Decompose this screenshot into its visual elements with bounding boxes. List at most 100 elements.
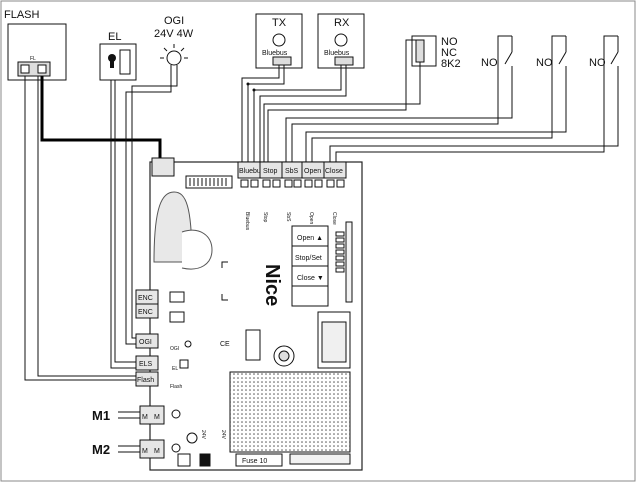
side-caption-el: EL [172,366,178,372]
terminal-sbs-label: SbS [285,168,299,175]
edge-8k2: 8K2 [441,58,461,70]
terminal-enc-1-label: ENC [138,295,153,302]
m1-label: M1 [92,408,110,423]
rx-bluebus: Bluebus [324,50,350,57]
m2-label: M2 [92,442,110,457]
switch-contact-icon [504,51,513,65]
terminal-bluebus-label: Bluebus [239,168,265,175]
tx-lens-icon [272,33,286,47]
terminal-flash-label: Flash [137,377,154,384]
rx-lens-icon [334,33,348,47]
safety-edge-block: NO NC 8K2 [411,35,461,70]
power-mark-2: 24V [220,430,226,440]
terminal-els-label: ELS [139,361,153,368]
tx-terminal [272,56,292,66]
led-strip [345,221,353,303]
flash-screw-1 [20,64,30,74]
motor-icon-2 [171,443,181,453]
edge-nc: NC [441,47,457,59]
motor-block: M1 M M M2 M M [92,405,181,459]
dip-ticks [189,178,227,186]
enc-module-1 [169,291,185,303]
motor-icon-1 [171,409,181,419]
el-lock-icon-small [179,359,189,369]
caption-open: Open [308,212,314,224]
m2-terminal-a: M [142,448,148,455]
terminal-open-label: Open [304,168,321,175]
flash-label: FLASH [4,9,40,21]
m2-terminal [139,439,165,459]
el-device: EL [99,31,137,81]
dip-switch [185,175,233,189]
ce-mark: CE [220,341,230,348]
button-panel: Open ▲ Stop/Set Close ▼ [291,225,329,307]
ogi-lamp: OGI 24V 4W [154,15,194,72]
top-terminal-block: Bluebus Stop SbS Open Close [237,161,347,188]
terminal-close [323,161,347,179]
close-button-label: Close ▼ [297,275,324,282]
terminal-flash [135,371,159,387]
left-terminal-block: ENC ENC OGI ELS Flash [135,289,159,387]
earth-icon [186,432,198,444]
side-caption-ogi: OGI [170,346,179,352]
no-switch-1-label: NO [481,57,498,69]
el-label: EL [108,31,121,43]
tx-device: TX Bluebus [255,13,303,69]
lamp-bulb-icon [166,50,182,66]
caption-sbs: SbS [285,212,291,222]
edge-no: NO [441,36,458,48]
rx-terminal [334,56,354,66]
m2-terminal-b: M [154,448,160,455]
junction-dot [252,88,256,92]
el-lock-body [110,60,114,68]
switch-contact-icon [558,51,567,65]
terminal-els [135,355,159,371]
no-switch-3: NO [589,36,619,74]
m1-terminal-b: M [154,414,160,421]
caption-bluebus: Bluebus [244,212,250,231]
terminal-ogi [135,333,159,349]
junction-dot [246,82,250,86]
ogi-rating: 24V 4W [154,28,194,40]
power-mark-1: 24V [200,430,206,440]
transformer-core [321,321,347,363]
terminal-ogi-label: OGI [139,339,152,346]
no-switch-1: NO [481,36,513,74]
lamp-rays-icon [160,44,188,59]
fuse-label: Fuse 10 [242,458,267,465]
bottom-strip [289,453,351,465]
receiver-dome-knob [181,229,213,270]
open-button-label: Open ▲ [297,235,323,242]
wires [24,35,619,453]
bottom-connector-1 [177,453,191,467]
m1-terminal-a: M [142,414,148,421]
edge-terminal [415,39,425,63]
flash-device: FLASH FL [4,9,67,81]
ogi-lamp-icon [184,340,192,348]
no-switch-3-label: NO [589,57,606,69]
terminal-enc-2-label: ENC [138,309,153,316]
el-plate [119,49,131,75]
tx-bluebus: Bluebus [262,50,288,57]
terminal-enc-2 [135,303,159,319]
flash-screw-2 [37,64,47,74]
rx-device: RX Bluebus [317,13,365,69]
fuse-plate [235,453,283,467]
label-plate [245,329,261,361]
terminal-close-label: Close [325,168,343,175]
ogi-label: OGI [164,15,184,27]
flash-tag: FL [30,56,36,62]
switch-contact-icon [610,51,619,65]
heavy-cable [40,76,162,158]
side-caption-flash: Flash [170,384,182,390]
stop-set-button-label: Stop/Set [295,255,322,262]
led-column [335,231,345,273]
brand-logo: Nice [261,264,283,306]
control-board: Bluebus Stop SbS Open Close Bluebus Stop… [135,157,363,471]
vent-grid [229,371,351,453]
m1-terminal [139,405,165,425]
blank-button[interactable] [291,285,329,307]
